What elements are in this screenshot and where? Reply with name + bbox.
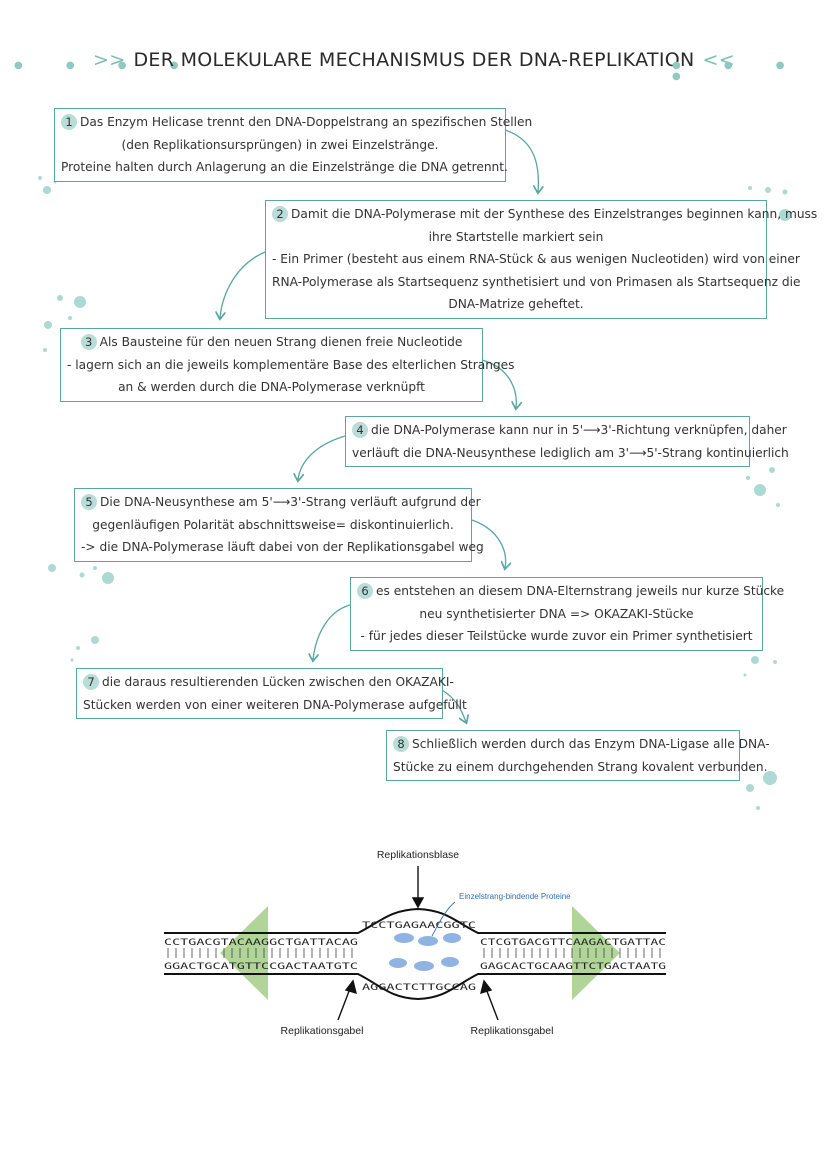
label-binding-proteins: Einzelstrang-bindende Proteine (459, 892, 571, 901)
sequence-bottom-left: GGACTGCATGTTCCGACTAATGTC (164, 961, 358, 972)
protein-blob (441, 957, 459, 967)
protein-blob (418, 936, 438, 946)
sequence-top-left: CCTGACGTACAAGGCTGATTACAG (164, 937, 358, 948)
sequence-top-right: CTCGTGACGTTCAAGACTGATTAC (480, 937, 666, 948)
label-replication-bubble: Replikationsblase (377, 849, 459, 861)
protein-blob (389, 958, 407, 968)
sequence-bubble-top: TCCTGAGAACGGTC (362, 920, 476, 931)
protein-blob (414, 961, 434, 971)
label-fork-right: Replikationsgabel (471, 1025, 554, 1037)
label-fork-left: Replikationsgabel (281, 1025, 364, 1037)
sequence-bottom-right: GAGCACTGCAAGTTCTGACTAATG (480, 961, 666, 972)
protein-blob (394, 933, 414, 943)
fork-direction-arrow-left (220, 906, 268, 1000)
single-strand-binding-proteins (389, 933, 461, 971)
protein-blob (443, 933, 461, 943)
sequence-bubble-bottom: AGGACTCTTGCCAG (362, 982, 476, 993)
